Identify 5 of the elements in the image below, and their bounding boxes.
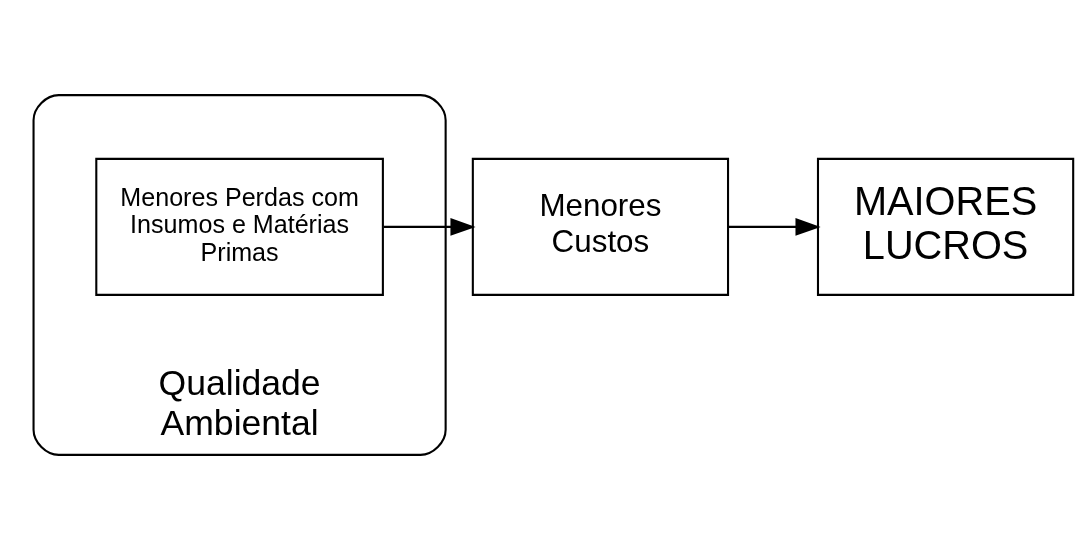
node-box: Menores Custos <box>471 157 730 296</box>
node-box: Menores Perdas com Insumos e Matérias Primas <box>95 157 384 296</box>
arrow <box>728 217 821 236</box>
node-box: MAIORES LUCROS <box>816 157 1075 296</box>
arrow <box>383 217 476 236</box>
